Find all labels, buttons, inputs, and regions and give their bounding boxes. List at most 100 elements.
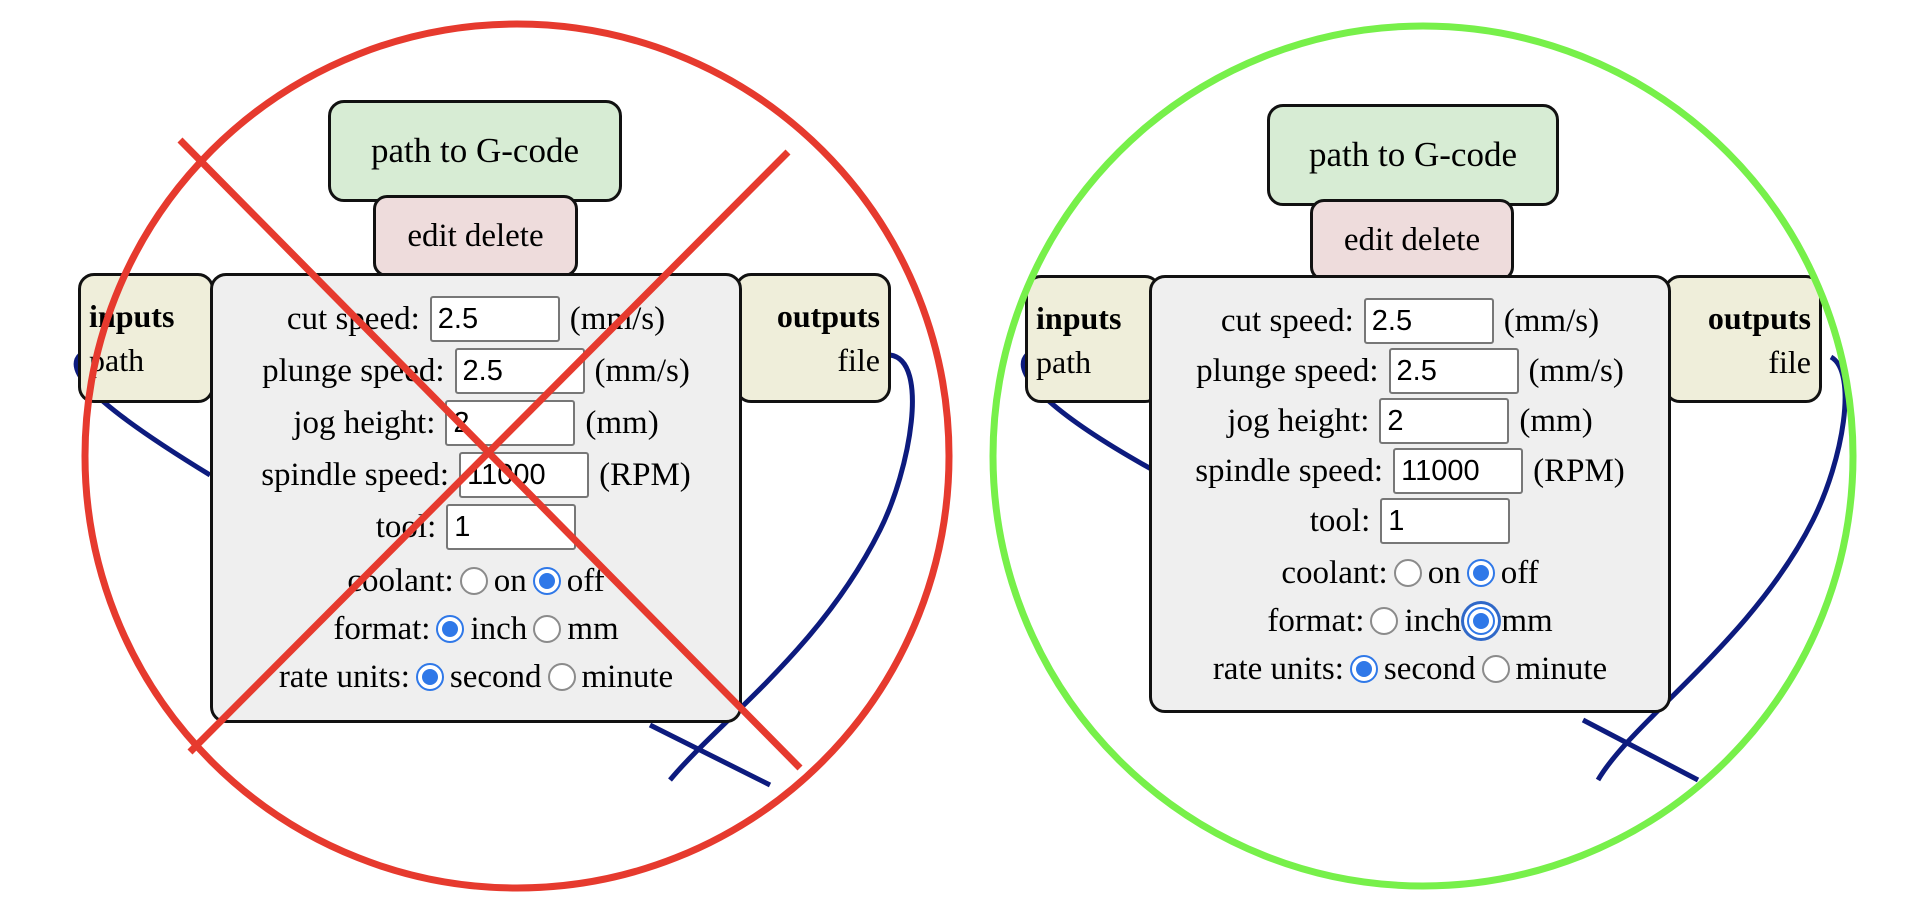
jog-height-input[interactable] — [445, 400, 576, 446]
delete-button[interactable]: delete — [1401, 221, 1481, 258]
format-label: format: — [333, 610, 431, 647]
spindle-speed-unit: (RPM) — [599, 456, 691, 493]
node-title-text: path to G-code — [371, 131, 579, 170]
cut-speed-input[interactable] — [429, 296, 560, 342]
plunge-speed-input[interactable] — [454, 348, 585, 394]
rate-second-radio[interactable] — [1349, 655, 1378, 683]
outputs-header: outputs — [1707, 300, 1811, 336]
plunge-speed-row: plunge speed: (mm/s) — [1152, 346, 1668, 396]
format-inch-radio[interactable] — [436, 615, 465, 643]
spindle-speed-row: spindle speed: (RPM) — [213, 450, 739, 500]
delete-button[interactable]: delete — [464, 217, 544, 254]
output-port-file[interactable]: file — [1768, 344, 1811, 380]
jog-height-row: jog height: (mm) — [213, 398, 739, 448]
coolant-off-radio[interactable] — [1466, 559, 1495, 587]
outputs-header: outputs — [776, 298, 880, 334]
coolant-on-label: on — [493, 562, 527, 599]
coolant-label: coolant: — [347, 562, 454, 599]
format-inch-label: inch — [470, 610, 528, 647]
jog-height-input[interactable] — [1379, 398, 1510, 444]
coolant-row: coolant: on off — [213, 556, 739, 606]
jog-height-label: jog height: — [1227, 402, 1370, 439]
coolant-row: coolant: on off — [1152, 548, 1668, 598]
rate-minute-radio[interactable] — [547, 663, 576, 691]
plunge-speed-unit: (mm/s) — [594, 352, 690, 389]
tool-label: tool: — [1309, 502, 1371, 539]
cut-speed-row: cut speed: (mm/s) — [213, 294, 739, 344]
edit-delete-bar: edit delete — [373, 195, 578, 277]
plunge-speed-input[interactable] — [1388, 348, 1519, 394]
spindle-speed-unit: (RPM) — [1533, 452, 1625, 489]
cut-speed-unit: (mm/s) — [1503, 302, 1600, 339]
cut-speed-unit: (mm/s) — [569, 300, 666, 337]
wire-cross — [1581, 717, 1700, 783]
panel-correct: path to G-code edit delete inputs path o… — [953, 0, 1906, 910]
coolant-off-label: off — [566, 562, 605, 599]
plunge-speed-row: plunge speed: (mm/s) — [213, 346, 739, 396]
inputs-box: inputs path — [1025, 275, 1161, 403]
tool-row: tool: — [1152, 496, 1668, 546]
spindle-speed-label: spindle speed: — [1195, 452, 1384, 489]
format-row: format: inch mm — [213, 604, 739, 654]
format-mm-radio[interactable] — [533, 615, 562, 643]
jog-height-unit: (mm) — [1519, 402, 1593, 439]
spindle-speed-row: spindle speed: (RPM) — [1152, 446, 1668, 496]
jog-height-label: jog height: — [293, 404, 436, 441]
outputs-box: outputs file — [735, 273, 891, 403]
wire-cross — [648, 722, 772, 788]
edit-button[interactable]: edit — [1343, 221, 1394, 258]
rate-second-label: second — [449, 658, 542, 695]
rate-minute-radio[interactable] — [1481, 655, 1510, 683]
edit-delete-bar: edit delete — [1310, 199, 1514, 281]
node-title-text: path to G-code — [1309, 135, 1517, 174]
plunge-speed-unit: (mm/s) — [1528, 352, 1624, 389]
cut-speed-row: cut speed: (mm/s) — [1152, 296, 1668, 346]
spindle-speed-input[interactable] — [459, 452, 590, 498]
rate-units-row: rate units: second minute — [1152, 644, 1668, 694]
cut-speed-input[interactable] — [1363, 298, 1494, 344]
inputs-box: inputs path — [78, 273, 214, 403]
input-port-path[interactable]: path — [1036, 344, 1092, 380]
format-mm-label: mm — [1501, 602, 1553, 639]
rate-minute-label: minute — [581, 658, 674, 695]
rate-second-label: second — [1383, 650, 1476, 687]
settings-box: cut speed: (mm/s) plunge speed: (mm/s) j… — [210, 273, 742, 723]
coolant-on-radio[interactable] — [1393, 559, 1422, 587]
jog-height-row: jog height: (mm) — [1152, 396, 1668, 446]
edit-button[interactable]: edit — [407, 217, 457, 254]
coolant-label: coolant: — [1281, 554, 1388, 591]
coolant-on-radio[interactable] — [459, 567, 488, 595]
spindle-speed-input[interactable] — [1393, 448, 1524, 494]
cut-speed-label: cut speed: — [1220, 302, 1354, 339]
input-port-path[interactable]: path — [89, 342, 145, 378]
plunge-speed-label: plunge speed: — [1196, 352, 1379, 389]
inputs-header: inputs — [1036, 300, 1122, 336]
output-port-file[interactable]: file — [837, 342, 880, 378]
cut-speed-label: cut speed: — [286, 300, 420, 337]
node-title[interactable]: path to G-code — [328, 100, 622, 202]
jog-height-unit: (mm) — [585, 404, 659, 441]
tool-input[interactable] — [1380, 498, 1511, 544]
format-row: format: inch mm — [1152, 596, 1668, 646]
tool-row: tool: — [213, 502, 739, 552]
format-inch-label: inch — [1404, 602, 1462, 639]
rate-units-label: rate units: — [1212, 650, 1344, 687]
outputs-box: outputs file — [1664, 275, 1822, 403]
node-title[interactable]: path to G-code — [1267, 104, 1559, 206]
format-inch-radio[interactable] — [1370, 607, 1399, 635]
format-label: format: — [1267, 602, 1365, 639]
rate-second-radio[interactable] — [415, 663, 444, 691]
coolant-on-label: on — [1427, 554, 1461, 591]
inputs-header: inputs — [89, 298, 175, 334]
plunge-speed-label: plunge speed: — [262, 352, 445, 389]
settings-box: cut speed: (mm/s) plunge speed: (mm/s) j… — [1149, 275, 1671, 713]
tool-label: tool: — [375, 508, 437, 545]
spindle-speed-label: spindle speed: — [261, 456, 450, 493]
format-mm-radio[interactable] — [1467, 607, 1496, 635]
tool-input[interactable] — [446, 504, 577, 550]
coolant-off-radio[interactable] — [532, 567, 561, 595]
rate-minute-label: minute — [1515, 650, 1608, 687]
rate-units-row: rate units: second minute — [213, 652, 739, 702]
rate-units-label: rate units: — [278, 658, 410, 695]
format-mm-label: mm — [567, 610, 619, 647]
